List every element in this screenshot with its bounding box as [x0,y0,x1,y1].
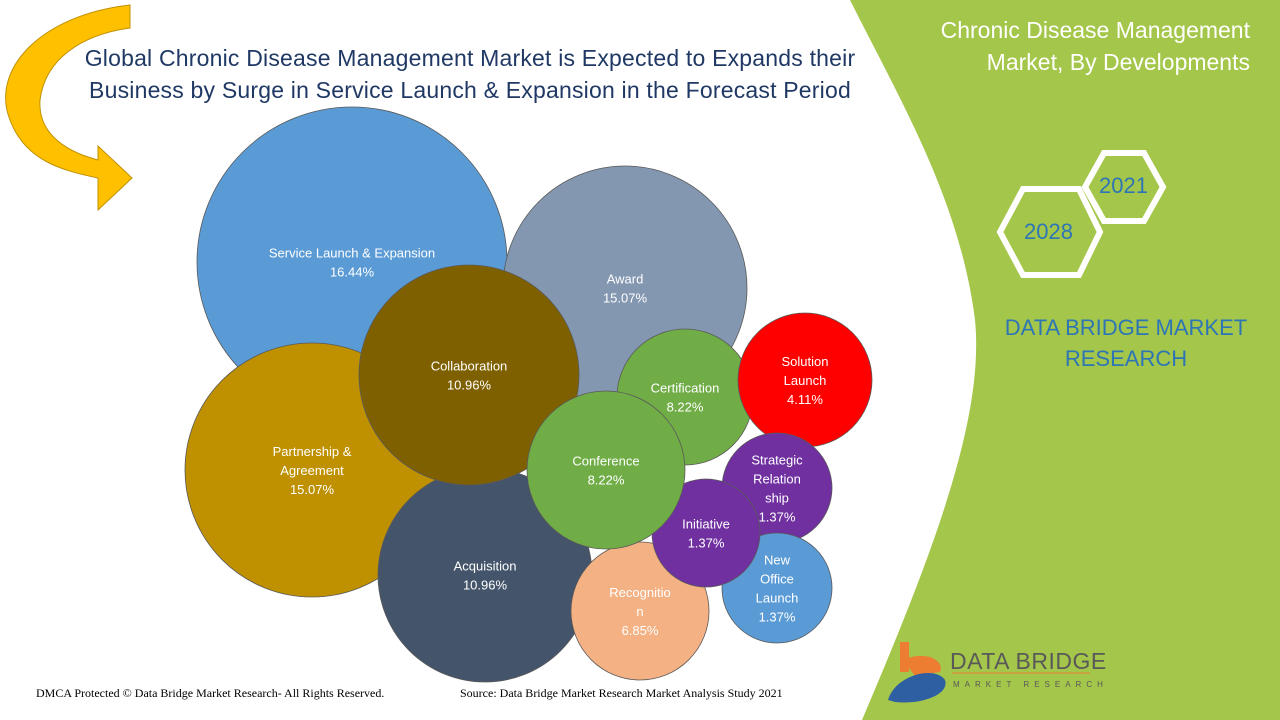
bubble-circle [526,390,686,550]
bubble-name-label: Relation [753,472,801,487]
bubble-conference: Conference 8.22% [526,390,686,550]
bubble-initiative: Initiative 1.37% [651,478,761,588]
bubble-value-label: 15.07% [603,291,648,306]
bubble-name-label: Certification [651,381,720,396]
footer-copyright: DMCA Protected © Data Bridge Market Rese… [36,686,385,700]
brand-text: DATA BRIDGE MARKET RESEARCH [990,312,1262,374]
hexagon-2028-icon [996,186,1104,278]
bubble-name-label: Award [607,272,644,287]
hexagon-2021-icon [1081,150,1167,224]
bubble-name-label: Partnership & [273,444,352,459]
logo-subtitle: MARKET RESEARCH [953,680,1108,689]
bubble-value-label: 8.22% [667,400,704,415]
bubble-name-label: Service Launch & Expansion [269,246,435,261]
bubble-value-label: 15.07% [290,482,335,497]
year-2028: 2028 [1024,219,1073,244]
bubble-chart: Service Launch & Expansion 16.44% Award 15.… [184,106,873,683]
bubble-name-label: Agreement [280,463,344,478]
curved-arrow-icon [5,4,133,212]
bubble-name-label: New [764,553,791,568]
bubble-name-label: Conference [572,454,639,469]
bubble-value-label: 8.22% [588,473,625,488]
bubble-name-label: Collaboration [431,359,508,374]
bubble-name-label: Strategic [751,453,803,468]
logo-name: DATA BRIDGE [950,648,1107,674]
side-title-line-2: Market, By Developments [986,49,1250,75]
bubble-value-label: 1.37% [759,610,796,625]
bubble-acquisition: Acquisition 10.96% [377,467,593,683]
bubble-value-label: 1.37% [759,510,796,525]
bubble-value-label: 6.85% [622,623,659,638]
bubble-value-label: 4.11% [787,392,823,407]
bubble-collaboration: Collaboration 10.96% [358,264,580,486]
page-title: Global Chronic Disease Management Market… [40,42,900,106]
year-2021: 2021 [1099,173,1148,198]
title-line-1: Global Chronic Disease Management Market… [84,45,856,71]
bubble-name-label: ship [765,491,789,506]
bubble-name-label: Solution [782,354,829,369]
logo-icon [888,642,1090,703]
bubble-value-label: 1.37% [688,536,725,551]
bubble-name-label: Launch [784,373,827,388]
brand-line-1: DATA BRIDGE MARKET [1004,315,1248,340]
side-title-line-1: Chronic Disease Management [940,17,1250,43]
bubble-name-label: Office [760,572,794,587]
bubble-name-label: Acquisition [454,559,517,574]
bubble-circle [358,264,580,486]
title-line-2: Business by Surge in Service Launch & Ex… [89,77,851,103]
bubble-value-label: 16.44% [330,265,375,280]
bubble-value-label: 10.96% [463,578,508,593]
brand-line-2: RESEARCH [1064,346,1188,371]
bubble-name-label: Recognitio [609,585,670,600]
bubble-name-label: Launch [756,591,799,606]
bubble-name-label: Initiative [682,517,730,532]
bubble-value-label: 10.96% [447,378,492,393]
bubble-name-label: n [636,604,643,619]
green-panel [850,0,1280,720]
footer-source: Source: Data Bridge Market Research Mark… [460,686,783,700]
